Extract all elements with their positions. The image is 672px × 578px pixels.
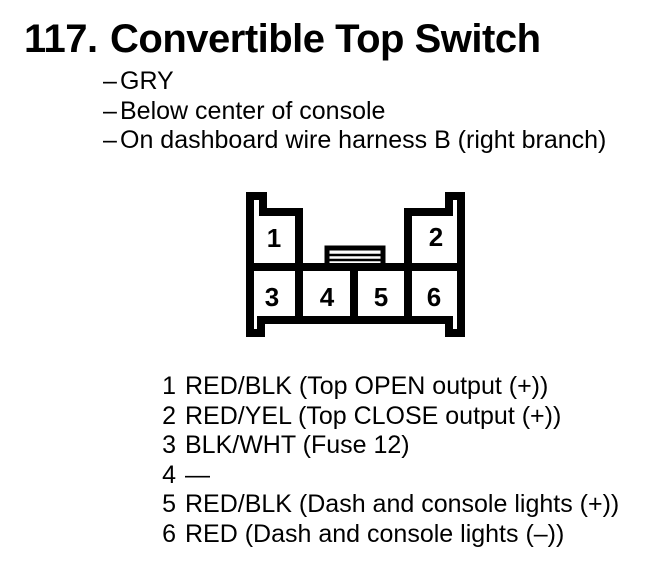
pin-number: 3 bbox=[162, 431, 176, 459]
note-text: On dashboard wire harness B (right branc… bbox=[120, 126, 607, 154]
note-text: Below center of console bbox=[120, 96, 386, 125]
pinout-row: 1 RED/BLK (Top OPEN output (+)) bbox=[160, 372, 619, 402]
connector-outline bbox=[246, 192, 465, 337]
connector-latch-ribs bbox=[325, 253, 385, 262]
note-line: –GRY bbox=[103, 67, 606, 97]
section-number: 117. bbox=[24, 17, 98, 61]
pin-description: BLK/WHT (Fuse 12) bbox=[185, 431, 410, 459]
connector-pin-6-label: 6 bbox=[427, 282, 441, 312]
note-text: GRY bbox=[120, 67, 174, 95]
page-title: Convertible Top Switch bbox=[110, 17, 541, 61]
connector-pin-5-label: 5 bbox=[374, 282, 388, 312]
note-line: –On dashboard wire harness B (right bran… bbox=[103, 126, 606, 156]
connector-notes: –GRY –Below center of console –On dashbo… bbox=[103, 67, 606, 156]
pin-number: 2 bbox=[162, 401, 176, 430]
pin-number: 6 bbox=[162, 519, 176, 548]
dash-marker: – bbox=[103, 96, 117, 125]
connector-pin-2-label: 2 bbox=[429, 222, 443, 252]
pinout-row: 6 RED (Dash and console lights (–)) bbox=[160, 520, 619, 550]
connector-latch bbox=[324, 245, 386, 265]
pin-number: 1 bbox=[162, 372, 176, 400]
pinout-list: 1 RED/BLK (Top OPEN output (+)) 2 RED/YEL … bbox=[160, 372, 619, 549]
dash-marker: – bbox=[103, 126, 117, 154]
connector-pin-3-label: 3 bbox=[265, 282, 279, 312]
connector-pin-1-label: 1 bbox=[267, 223, 281, 253]
connector-pin-4-label: 4 bbox=[320, 282, 335, 312]
pin-description: RED/BLK (Dash and console lights (+)) bbox=[185, 490, 620, 518]
note-line: –Below center of console bbox=[103, 97, 606, 127]
pinout-row: 3 BLK/WHT (Fuse 12) bbox=[160, 431, 619, 461]
pin-number: 5 bbox=[162, 490, 176, 518]
pin-description: RED/YEL (Top CLOSE output (+)) bbox=[185, 401, 562, 430]
pin-description: — bbox=[185, 460, 210, 489]
dash-marker: – bbox=[103, 67, 117, 95]
pin-description: RED/BLK (Top OPEN output (+)) bbox=[185, 372, 549, 400]
connector-cavity-dividers bbox=[295, 212, 412, 320]
pin-description: RED (Dash and console lights (–)) bbox=[185, 519, 565, 548]
section-heading: 117. Convertible Top Switch bbox=[24, 19, 541, 59]
pinout-row: 4— bbox=[160, 461, 619, 491]
pinout-row: 2 RED/YEL (Top CLOSE output (+)) bbox=[160, 402, 619, 432]
pin-number: 4 bbox=[162, 460, 176, 489]
pinout-row: 5 RED/BLK (Dash and console lights (+)) bbox=[160, 490, 619, 520]
